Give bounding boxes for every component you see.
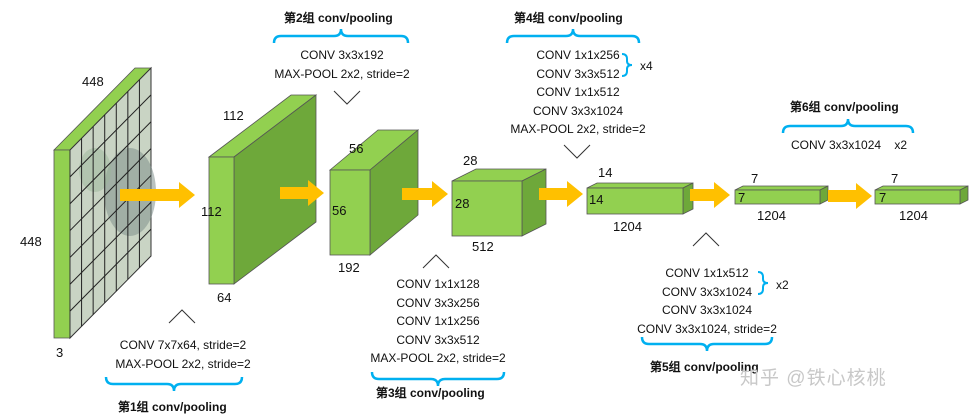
input-height-label: 448 (20, 234, 42, 249)
group4-title: 第4组 conv/pooling (514, 11, 623, 25)
group5-line-2: CONV 3x3x1024 (661, 284, 753, 299)
layer5-block-front (734, 189, 821, 205)
group5-line-3: CONV 3x3x1024 (661, 303, 753, 317)
group3-layer-list: CONV 1x1x128 CONV 3x3x256 CONV 1x1x256 C… (360, 275, 516, 368)
group4-line-2: CONV 3x3x512 (536, 66, 620, 81)
group5-title: 第5组 conv/pooling (650, 360, 759, 374)
group3-brace-icon (370, 371, 506, 387)
group6-brace-icon (781, 118, 915, 134)
input-image-foliage-shape (79, 148, 111, 192)
input-slab-edge (53, 149, 71, 339)
layer4-width-label: 14 (598, 165, 613, 180)
layer3-width-label: 28 (463, 153, 478, 168)
arrow-layer3-to-layer4 (539, 181, 583, 207)
layer6-height-label: 7 (879, 190, 887, 205)
group4-layer-list: CONV 1x1x256 CONV 3x3x512 CONV 1x1x512 C… (500, 46, 656, 139)
input-grid-horizontal-1 (69, 94, 152, 178)
group3-pointer-icon (422, 254, 450, 269)
group1-line-2: MAX-POOL 2x2, stride=2 (115, 356, 251, 371)
group2-layer-list: CONV 3x3x192 MAX-POOL 2x2, stride=2 (262, 46, 422, 83)
group1-brace-icon (104, 376, 244, 392)
group5-layer-list: CONV 1x1x512 CONV 3x3x1024 CONV 3x3x1024… (628, 264, 786, 338)
input-grid-horizontal-2 (69, 121, 152, 205)
group5-pointer-icon (692, 232, 720, 247)
group5-repeat-label: x2 (776, 278, 789, 292)
input-grid-horizontal-5 (69, 201, 152, 285)
layer2-width-label: 56 (349, 141, 364, 156)
arrow-input-to-layer1 (120, 182, 195, 208)
group3-line-2: CONV 3x3x256 (396, 295, 480, 310)
group6-line-1: CONV 3x3x1024 x2 (791, 138, 908, 152)
layer5-width-label: 7 (751, 171, 759, 186)
group5-repeat-brace-icon (757, 271, 769, 295)
group4-line-4: CONV 3x3x1024 (532, 103, 624, 118)
layer4-channels-label: 1204 (613, 219, 642, 234)
group4-line-1: CONV 1x1x256 (536, 48, 620, 62)
group2-line-1: CONV 3x3x192 (300, 48, 384, 62)
group3-line-1: CONV 1x1x128 (396, 277, 480, 291)
group2-pointer-icon (333, 90, 361, 105)
layer4-block-front (586, 187, 684, 215)
layer5-channels-label: 1204 (757, 208, 786, 223)
layer5-block-top (734, 185, 829, 191)
group2-line-2: MAX-POOL 2x2, stride=2 (274, 66, 410, 81)
input-width-label: 448 (82, 74, 104, 89)
group1-line-1: CONV 7x7x64, stride=2 (119, 338, 247, 352)
layer3-channels-label: 512 (472, 239, 494, 254)
layer1-width-label: 112 (223, 108, 244, 123)
group1-pointer-icon (168, 309, 196, 324)
layer4-block-top (586, 182, 694, 189)
layer6-channels-label: 1204 (899, 208, 928, 223)
arrow-layer4-to-layer5 (690, 182, 730, 208)
layer2-channels-label: 192 (338, 260, 360, 275)
group2-brace-icon (272, 28, 410, 44)
group4-repeat-brace-icon (621, 53, 633, 77)
group6-title: 第6组 conv/pooling (790, 100, 899, 114)
group1-title: 第1组 conv/pooling (118, 400, 227, 414)
layer6-width-label: 7 (891, 171, 899, 186)
input-channels-label: 3 (56, 345, 64, 360)
group5-line-4: CONV 3x3x1024, stride=2 (637, 321, 777, 336)
layer3-block-front (451, 180, 523, 237)
layer2-block-front (329, 169, 371, 256)
group3-line-4: CONV 3x3x512 (396, 332, 480, 347)
group3-line-3: CONV 1x1x256 (396, 314, 480, 328)
group2-title: 第2组 conv/pooling (284, 11, 393, 25)
group3-title: 第3组 conv/pooling (376, 386, 485, 400)
group3-line-5: MAX-POOL 2x2, stride=2 (370, 351, 506, 365)
layer3-height-label: 28 (455, 196, 470, 211)
layer4-height-label: 14 (589, 192, 604, 207)
group4-line-3: CONV 1x1x512 (536, 85, 620, 99)
group4-line-5: MAX-POOL 2x2, stride=2 (510, 122, 646, 136)
layer5-height-label: 7 (738, 190, 746, 205)
layer3-block-side (521, 168, 547, 237)
layer1-height-label: 112 (201, 204, 222, 219)
group4-pointer-icon (563, 144, 591, 159)
layer1-channels-label: 64 (217, 290, 232, 305)
arrow-layer5-to-layer6 (828, 183, 872, 209)
group5-brace-icon (640, 336, 774, 352)
group1-layer-list: CONV 7x7x64, stride=2 MAX-POOL 2x2, stri… (98, 336, 268, 373)
group5-line-1: CONV 1x1x512 (665, 266, 749, 280)
arrow-layer1-to-layer2 (280, 180, 324, 206)
group4-repeat-label: x4 (640, 59, 653, 73)
layer6-block-top (874, 185, 969, 191)
group4-brace-icon (505, 28, 641, 44)
layer6-block-front (874, 189, 961, 205)
input-grid-horizontal-6 (69, 228, 152, 312)
watermark-text: 知乎 @铁心核桃 (740, 368, 887, 389)
input-grid-horizontal-3 (69, 148, 152, 231)
layer2-height-label: 56 (332, 203, 347, 218)
layer1-block-front (208, 156, 235, 285)
arrow-layer2-to-layer3 (402, 181, 448, 207)
